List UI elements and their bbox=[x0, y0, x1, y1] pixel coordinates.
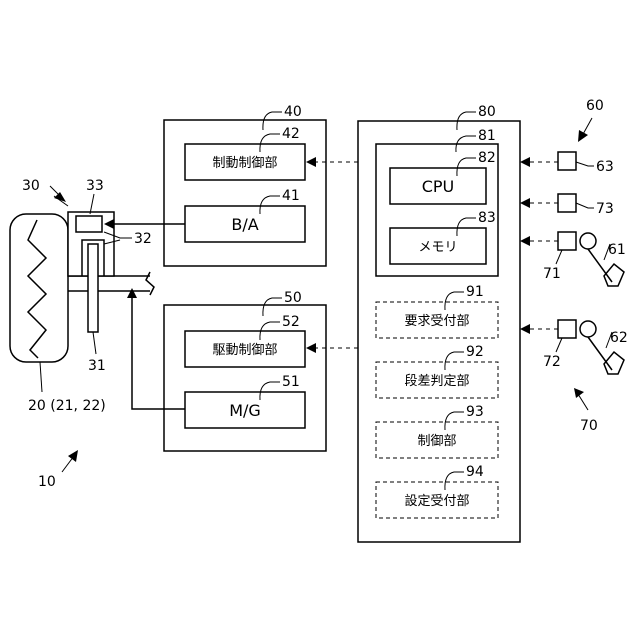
ref-41: 41 bbox=[282, 188, 300, 204]
ref-51: 51 bbox=[282, 374, 300, 390]
step-determiner-label: 段差判定部 bbox=[404, 374, 469, 389]
ref-62: 62 bbox=[610, 330, 628, 346]
memory-label: メモリ bbox=[418, 240, 457, 255]
ref-83: 83 bbox=[478, 210, 496, 226]
sensor-72 bbox=[558, 320, 576, 338]
motor-generator-label: M/G bbox=[229, 401, 261, 420]
ref-73: 73 bbox=[596, 201, 614, 217]
control-unit-label: 制御部 bbox=[417, 434, 456, 449]
ref-10: 10 bbox=[38, 474, 56, 490]
ref-82: 82 bbox=[478, 150, 496, 166]
ref-40: 40 bbox=[284, 104, 302, 120]
ref-81: 81 bbox=[478, 128, 496, 144]
ref-30: 30 bbox=[22, 178, 40, 194]
tire-tread bbox=[28, 220, 46, 358]
ref-93: 93 bbox=[466, 404, 484, 420]
ref-31: 31 bbox=[88, 358, 106, 374]
ref-91: 91 bbox=[466, 284, 484, 300]
setting-receiver-label: 設定受付部 bbox=[404, 493, 469, 509]
ref-33: 33 bbox=[86, 178, 104, 194]
pedal-pivot-62 bbox=[580, 321, 596, 337]
request-receiver-label: 要求受付部 bbox=[404, 314, 469, 329]
sensor-63 bbox=[558, 152, 576, 170]
ref-94: 94 bbox=[466, 464, 484, 480]
brake-actuator-label: B/A bbox=[231, 215, 258, 234]
brake-control-label: 制動制御部 bbox=[212, 156, 277, 171]
sensor-71 bbox=[558, 232, 576, 250]
brake-piston bbox=[76, 216, 102, 232]
ref-20: 20 (21, 22) bbox=[28, 398, 106, 414]
ref-52: 52 bbox=[282, 314, 300, 330]
sensor-73 bbox=[558, 194, 576, 212]
ref-70: 70 bbox=[580, 418, 598, 434]
ref-80: 80 bbox=[478, 104, 496, 120]
ref-50: 50 bbox=[284, 290, 302, 306]
ref-71: 71 bbox=[543, 266, 561, 282]
brake-disc bbox=[88, 244, 98, 332]
drive-ecu-block bbox=[164, 305, 326, 451]
ref-60: 60 bbox=[586, 98, 604, 114]
ref-32: 32 bbox=[134, 231, 152, 247]
pedal-pivot-61 bbox=[580, 233, 596, 249]
ref-92: 92 bbox=[466, 344, 484, 360]
ref-42: 42 bbox=[282, 126, 300, 142]
ref-72: 72 bbox=[543, 354, 561, 370]
cpu-label: CPU bbox=[422, 177, 455, 196]
ref-63: 63 bbox=[596, 159, 614, 175]
ref-61: 61 bbox=[608, 242, 626, 258]
drive-control-label: 駆動制御部 bbox=[212, 343, 277, 358]
brake-ecu-block bbox=[164, 120, 326, 266]
